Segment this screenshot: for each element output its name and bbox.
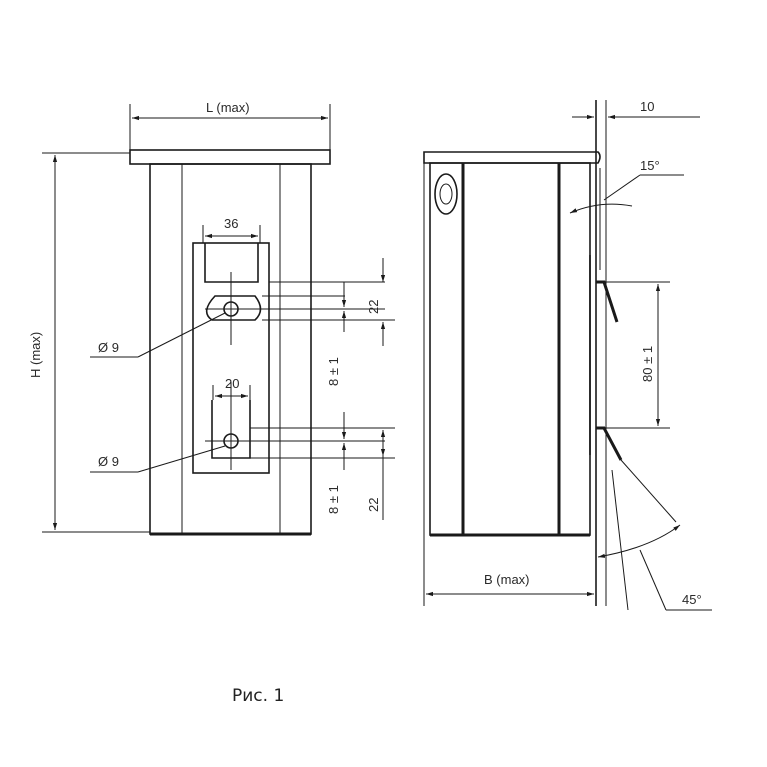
dim-slot-offset-top: 8 ± 1 — [326, 357, 341, 386]
bracket-bottom — [596, 426, 623, 461]
dim-breadth: B (max) — [484, 572, 530, 587]
dim-length: L (max) — [206, 100, 250, 115]
side-bolt — [434, 173, 458, 215]
mounting-plate — [192, 242, 270, 474]
dim-slot-height-top: 22 — [366, 300, 381, 314]
hole-diameter-top: Ø 9 — [98, 340, 119, 355]
side-view: 10 15° 80 ± 1 45° B (max) — [423, 99, 712, 611]
dim-bracket-spacing: 80 ± 1 — [640, 346, 655, 382]
angle-bottom: 45° — [682, 592, 702, 607]
dim-height: H (max) — [28, 332, 43, 378]
dim-slot-width-bottom: 20 — [225, 376, 239, 391]
angle-top: 15° — [640, 158, 660, 173]
dim-slot-height-bottom: 22 — [366, 498, 381, 512]
dim-plate-thickness: 10 — [640, 99, 654, 114]
side-body-outline — [429, 162, 591, 536]
top-cap — [129, 149, 331, 165]
hole-diameter-bottom: Ø 9 — [98, 454, 119, 469]
dim-slot-offset-bottom: 8 ± 1 — [326, 485, 341, 514]
figure-caption: Рис. 1 — [232, 686, 285, 706]
dim-slot-width-top: 36 — [224, 216, 238, 231]
front-view: L (max) H (max) 36 20 Ø 9 Ø 9 22 — [28, 100, 395, 536]
side-top-cap — [423, 151, 601, 164]
